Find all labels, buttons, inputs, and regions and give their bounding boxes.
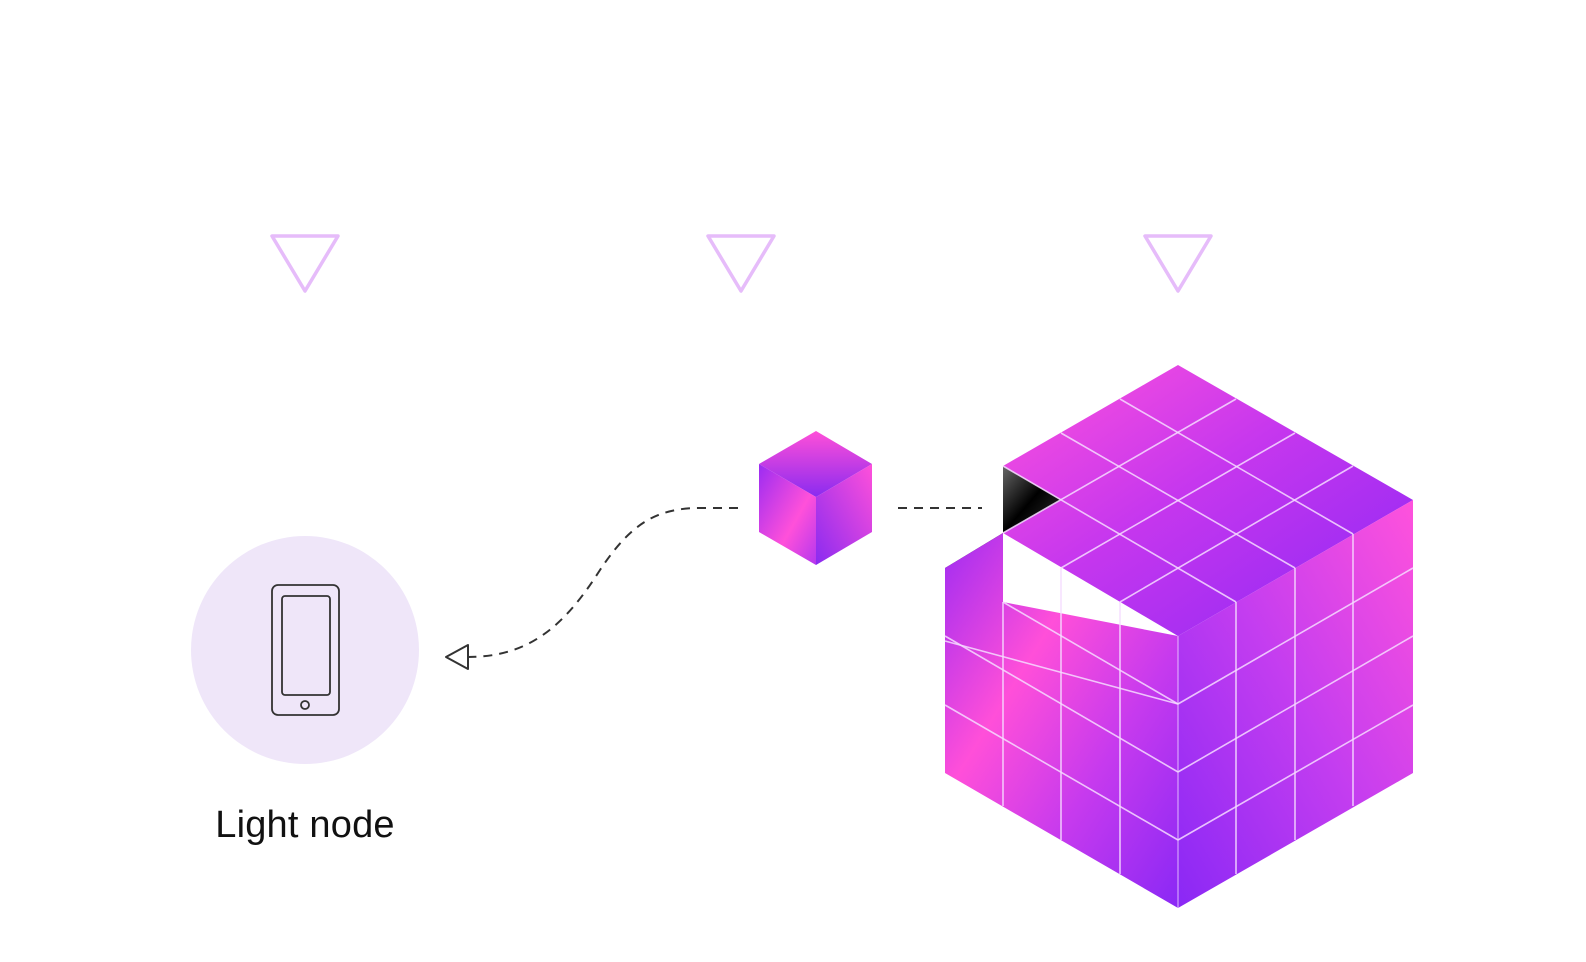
dashed-connector-curve	[467, 507, 738, 658]
light-node-circle	[191, 536, 419, 764]
down-arrow-left	[270, 75, 340, 293]
smartphone-icon	[271, 584, 340, 716]
down-arrow-right	[1143, 75, 1213, 293]
small-data-cube	[759, 431, 872, 565]
large-grid-cube	[944, 365, 1414, 908]
light-node	[191, 536, 419, 764]
triangle-arrowhead-icon	[445, 644, 469, 670]
down-arrow-middle	[706, 75, 776, 293]
missing-block-notch	[1003, 466, 1061, 533]
light-node-label: Light node	[215, 804, 395, 846]
